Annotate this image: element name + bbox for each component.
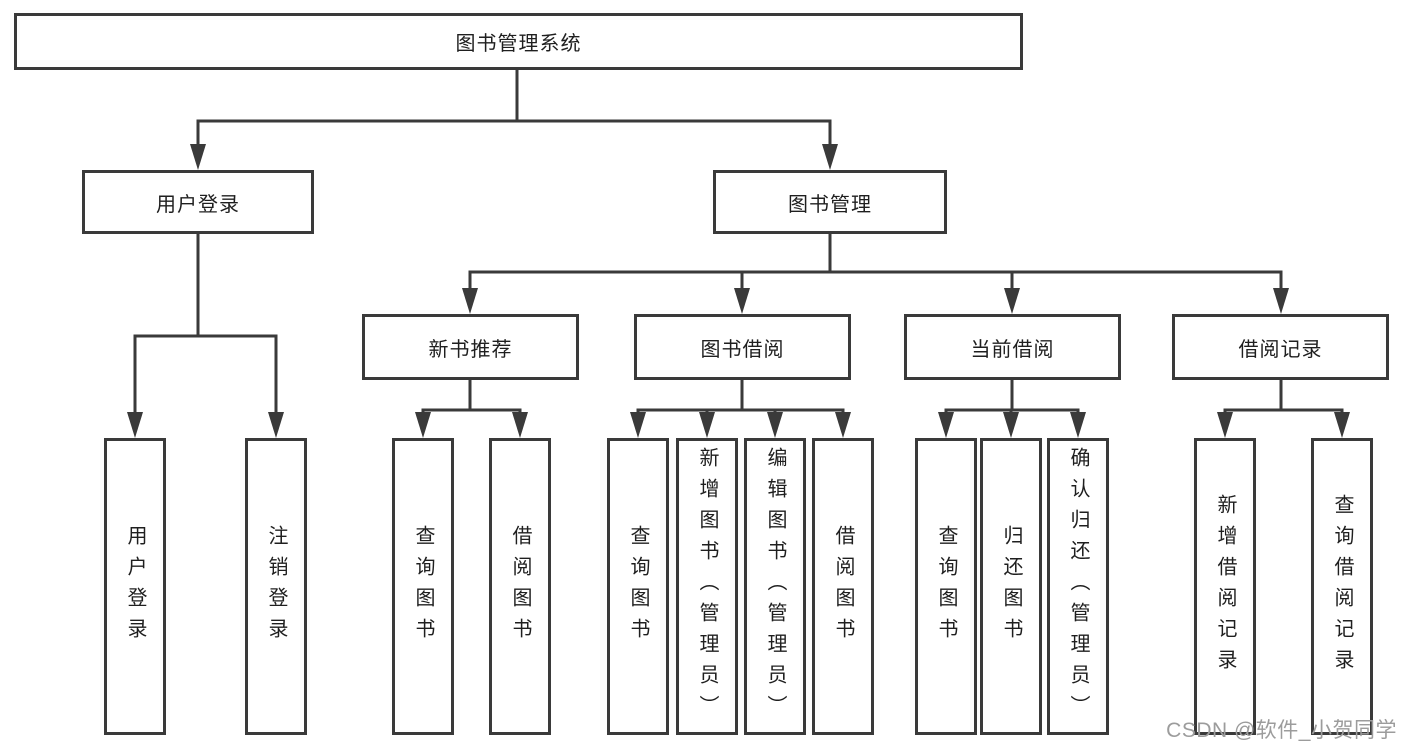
csdn-watermark: CSDN @软件_小贺同学 [1166,719,1397,742]
leaf-rec-borrow-book: 借阅图书 [489,438,551,735]
node-user-login: 用户登录 [82,170,314,234]
leaf-query-borrow-record: 查询借阅记录 [1311,438,1373,735]
leaf-borrow-edit-book-admin: 编辑图书（管理员） [744,438,806,735]
node-borrowing-records: 借阅记录 [1172,314,1389,380]
leaf-current-query-book: 查询图书 [915,438,977,735]
leaf-borrow-add-book-admin: 新增图书（管理员） [676,438,738,735]
leaf-borrow-borrow-book: 借阅图书 [812,438,874,735]
leaf-add-borrow-record: 新增借阅记录 [1194,438,1256,735]
leaf-logout: 注销登录 [245,438,307,735]
node-book-borrowing: 图书借阅 [634,314,851,380]
leaf-current-return-book: 归还图书 [980,438,1042,735]
leaf-borrow-query-book: 查询图书 [607,438,669,735]
node-library-management-system: 图书管理系统 [14,13,1023,70]
leaf-rec-query-book: 查询图书 [392,438,454,735]
node-new-book-recommendation: 新书推荐 [362,314,579,380]
node-current-borrowing: 当前借阅 [904,314,1121,380]
leaf-current-confirm-return-admin: 确认归还（管理员） [1047,438,1109,735]
node-book-management: 图书管理 [713,170,947,234]
leaf-user-login: 用户登录 [104,438,166,735]
